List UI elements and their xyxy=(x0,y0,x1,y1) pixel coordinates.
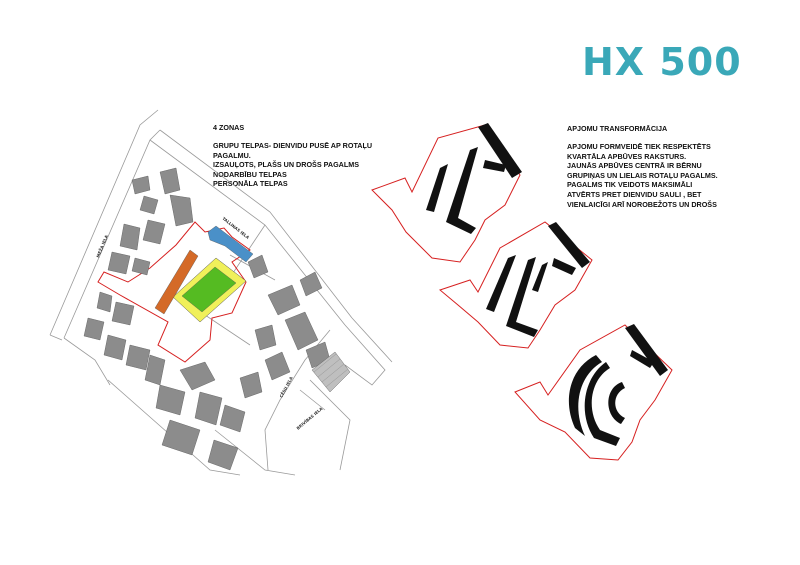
mass-study-1 xyxy=(371,123,522,263)
site-plan: MEŽA IELA TALLINAS IELA CĒSU IELA BRIVĪB… xyxy=(49,109,393,476)
hatched-building xyxy=(311,351,351,393)
mass-study-3 xyxy=(514,324,673,461)
proposed-zones xyxy=(154,225,254,323)
zone-orange xyxy=(154,249,199,315)
transformation-line: ATVĒRTS PRET DIENVIDU SAULI , BET xyxy=(567,189,702,199)
page-title: HX 500 xyxy=(582,40,742,84)
mass-outline xyxy=(371,124,521,263)
transformation-line: APJOMU FORMVEIDĒ TIEK RESPEKTĒTS xyxy=(567,142,711,151)
transformation-line: JAUNĀS APBŪVES CENTRĀ IR BĒRNU xyxy=(567,161,702,171)
zones-item: IZSAUĻOTS, PLAŠS UN DROŠS PAGALMS xyxy=(213,160,360,170)
transformation-line: KVARTĀLA APBŪVES RAKSTURS. xyxy=(567,151,687,161)
mass-blocks xyxy=(426,123,522,234)
mass-blocks xyxy=(486,222,590,337)
zones-list: GRUPU TELPAS- DIENVIDU PUSĒ AP ROTAĻU PA… xyxy=(213,141,372,189)
transformation-line: GRUPIŅAS UN LIELAIS ROTAĻU PAGALMS. xyxy=(567,170,718,180)
zones-heading: 4 ZONAS xyxy=(213,123,245,132)
zones-item: PAGALMU. xyxy=(213,150,251,160)
transformation-description: APJOMU FORMVEIDĒ TIEK RESPEKTĒTS KVARTĀL… xyxy=(567,142,718,209)
street-label-bottom-a: CĒSU IELA xyxy=(278,375,294,399)
mass-study-2 xyxy=(438,221,593,349)
existing-buildings xyxy=(83,167,331,471)
mass-outline xyxy=(438,221,593,349)
street-label-bottom-b: BRIVĪBAS IELA xyxy=(295,405,324,430)
transformation-line: PAGALMS TIK VEIDOTS MAKSIMĀLI xyxy=(567,180,693,190)
transformation-line: VIENLAICĪGI ARĪ NOROBEŽOTS UN DROŠS xyxy=(567,199,717,209)
zone-blue xyxy=(207,225,254,263)
mass-outline xyxy=(514,324,673,461)
zones-item: NODARBĪBU TELPAS xyxy=(213,169,287,179)
zones-item: PERSONĀLA TELPAS xyxy=(213,179,288,189)
mass-blocks xyxy=(568,324,668,446)
transformation-heading: APJOMU TRANSFORMĀCIJA xyxy=(567,124,668,133)
zones-item: GRUPU TELPAS- DIENVIDU PUSĒ AP ROTAĻU xyxy=(213,141,373,150)
street-label-left: MEŽA IELA xyxy=(95,233,109,258)
play-yard-zone xyxy=(181,266,237,313)
